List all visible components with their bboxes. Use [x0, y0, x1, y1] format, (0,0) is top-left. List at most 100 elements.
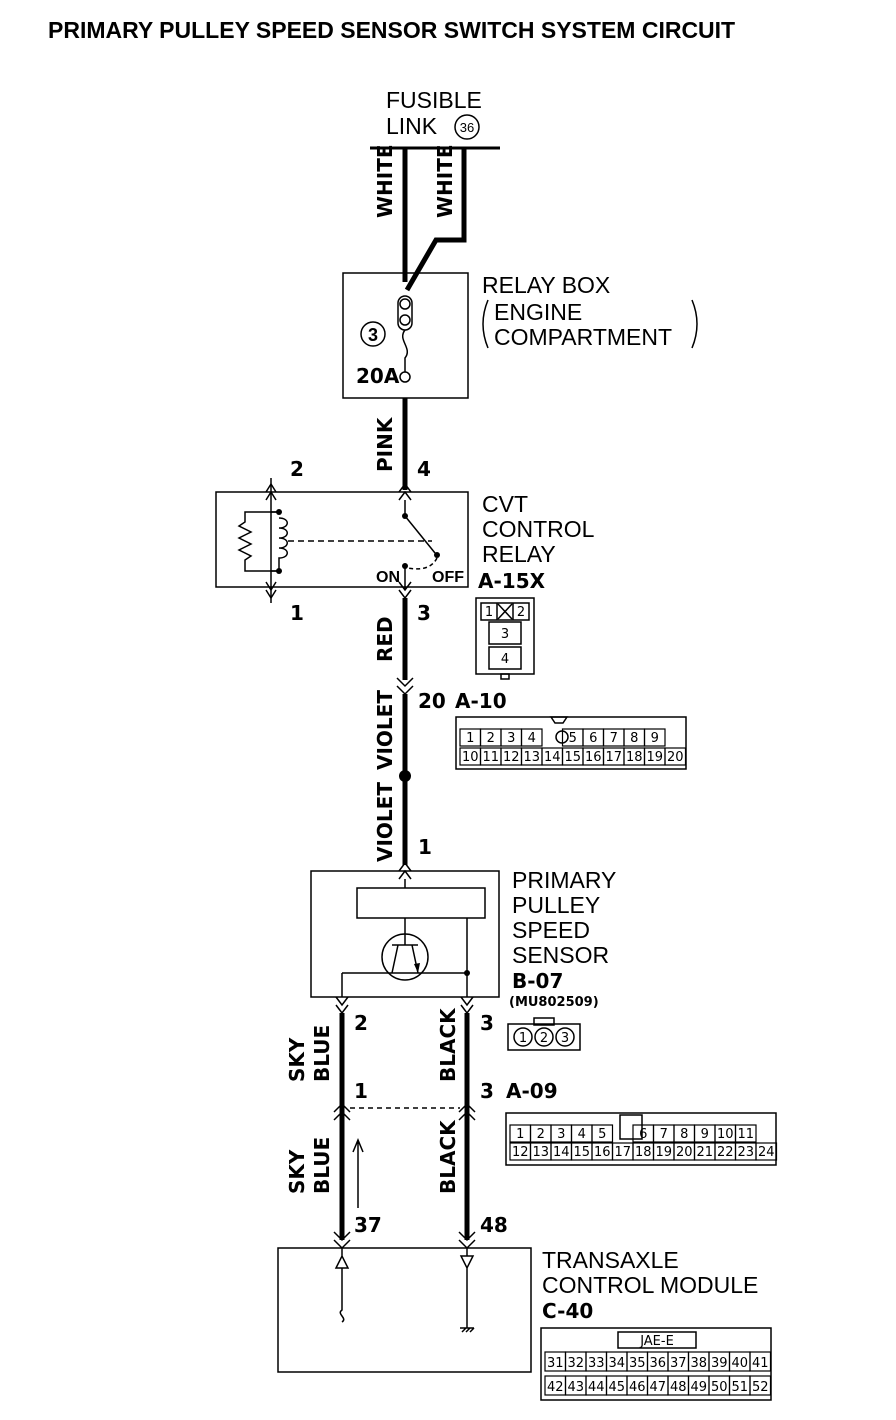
a09-cell: 23 — [737, 1145, 754, 1160]
a09-cell: 17 — [614, 1145, 631, 1160]
fuse-element — [402, 329, 408, 372]
b07-cell-3: 3 — [561, 1031, 569, 1046]
a09-cell: 19 — [655, 1145, 672, 1160]
relay-box: 3 20A RELAY BOX ENGINE COMPARTMENT — [342, 272, 698, 399]
wire-white-right — [404, 148, 467, 292]
sensor-title-2: PULLEY — [512, 892, 600, 918]
pin-2-arrow — [265, 482, 277, 501]
c40-cell: 42 — [547, 1380, 564, 1395]
wire-label-white-right: WHITE — [433, 144, 457, 218]
cvt-relay-pin-1: 1 — [290, 601, 304, 625]
resistor-symbol — [237, 511, 279, 572]
sensor-output-line — [341, 972, 467, 997]
cvt-relay-title-1: CVT — [482, 491, 528, 517]
a10-cell: 18 — [626, 750, 643, 765]
a09-cell: 14 — [553, 1145, 570, 1160]
c40-cell: 47 — [649, 1380, 666, 1395]
a09-cell: 8 — [680, 1127, 688, 1142]
b07-cell-2: 2 — [540, 1031, 548, 1046]
c40-cell: 48 — [670, 1380, 687, 1395]
cvt-control-relay: 2 4 1 3 ON OFF CVT CONTROL RELAY A-15X — [215, 457, 595, 625]
sensor-pin-3: 3 — [480, 1011, 494, 1035]
a15x-cell-4: 4 — [501, 652, 509, 667]
transistor-emitter-arrow — [414, 963, 420, 973]
relay-box-title: RELAY BOX — [482, 272, 610, 298]
a15x-cell-4-box — [488, 646, 522, 670]
fusible-link-label-1: FUSIBLE — [386, 87, 482, 113]
c40-cell: 46 — [629, 1380, 646, 1395]
c40-cell: 38 — [690, 1356, 707, 1371]
connector-b07-face: 1 2 3 — [507, 1017, 581, 1051]
coil-taps — [271, 511, 279, 572]
fuse-terminal-top — [399, 298, 411, 310]
a09-cell: 2 — [537, 1127, 545, 1142]
c40-cell: 36 — [649, 1356, 666, 1371]
b07-cell-3-circle — [555, 1027, 575, 1047]
wire-label-sky-2b: BLUE — [310, 1137, 334, 1194]
wire-label-sky-2a: SKY — [285, 1149, 309, 1194]
c40-cell: 51 — [731, 1380, 748, 1395]
c40-cell: 43 — [567, 1380, 584, 1395]
connector-a15x-face: 1 2 3 4 — [475, 597, 535, 680]
b07-cell-2-circle — [534, 1027, 554, 1047]
a15x-row-1 — [480, 602, 530, 621]
a10-cell: 14 — [544, 750, 561, 765]
sensor-element — [356, 887, 486, 919]
a10-cell: 12 — [503, 750, 520, 765]
fuse-rating: 20A — [356, 364, 400, 388]
a09-cell: 21 — [696, 1145, 713, 1160]
a09-latch — [619, 1114, 643, 1140]
tcm-ground-48 — [459, 1248, 475, 1333]
switch-off-label: OFF — [432, 569, 464, 586]
wire-label-black-1: BLACK — [436, 1007, 460, 1082]
b07-cell-1-circle — [513, 1027, 533, 1047]
a09-pin-1: 1 — [354, 1079, 368, 1103]
a10-cell: 17 — [605, 750, 622, 765]
a09-cell: 10 — [717, 1127, 734, 1142]
c40-label-box — [617, 1331, 697, 1349]
a10-cell: 6 — [589, 731, 597, 746]
cvt-relay-title-3: RELAY — [482, 541, 556, 567]
a09-cell: 3 — [557, 1127, 565, 1142]
tcm-title-2: CONTROL MODULE — [542, 1272, 758, 1298]
a09-cell: 24 — [758, 1145, 775, 1160]
a10-name: A-10 — [455, 689, 507, 713]
c40-cell: 34 — [608, 1356, 625, 1371]
b07-cell-1: 1 — [519, 1031, 527, 1046]
a10-cell: 1 — [466, 731, 474, 746]
a10-cell: 11 — [482, 750, 499, 765]
tcm-pin-37: 37 — [354, 1213, 382, 1237]
violet-splice — [399, 770, 411, 782]
a10-cell: 13 — [523, 750, 540, 765]
diagram-title: PRIMARY PULLEY SPEED SENSOR SWITCH SYSTE… — [48, 17, 735, 43]
switch-on-label: ON — [376, 569, 400, 586]
cvt-relay-title-2: CONTROL — [482, 516, 595, 542]
a15x-blank-cell — [497, 603, 513, 620]
a10-cell-box — [520, 728, 543, 747]
a10-pin: 20 — [418, 689, 446, 713]
a09-cell: 20 — [676, 1145, 693, 1160]
paren-left — [482, 299, 489, 349]
a10-cell: 16 — [585, 750, 602, 765]
wire-label-violet-2: VIOLET — [373, 782, 397, 862]
a09-cell: 4 — [578, 1127, 586, 1142]
a09-cell: 6 — [639, 1127, 647, 1142]
pin-1-arrow — [265, 581, 277, 600]
tcm-title-1: TRANSAXLE — [542, 1247, 679, 1273]
c40-cell: 35 — [629, 1356, 646, 1371]
sensor-pin-1-arrow — [398, 861, 412, 880]
a10-cell: 4 — [528, 731, 536, 746]
wire-label-white-left: WHITE — [373, 144, 397, 218]
sensor-pin-2-arrow — [335, 996, 349, 1015]
a10-cell: 3 — [507, 731, 515, 746]
b07-latch — [533, 1017, 555, 1026]
transistor-symbol — [381, 933, 429, 981]
a10-cell: 20 — [667, 750, 684, 765]
paren-right — [691, 299, 698, 349]
a09-cell: 12 — [512, 1145, 529, 1160]
a09-pin-3-arrow — [458, 1102, 476, 1121]
a10-cell: 8 — [630, 731, 638, 746]
a15x-cell-1: 1 — [485, 605, 493, 620]
